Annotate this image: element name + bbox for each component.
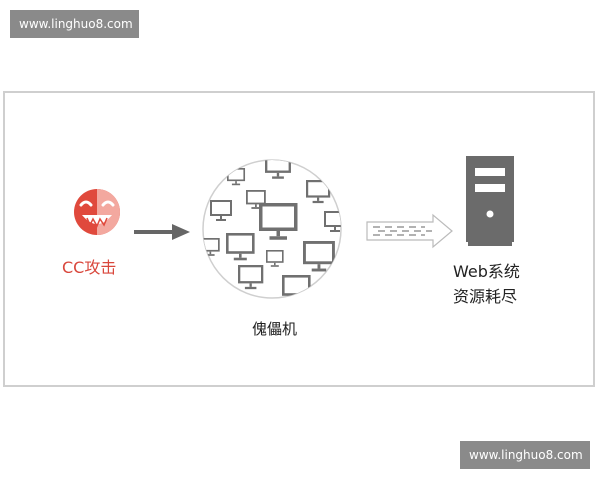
attacker-label: CC攻击	[62, 258, 117, 277]
watermark-bottom: www.linghuo8.com	[460, 441, 590, 469]
attack-arrow	[134, 224, 190, 240]
target-label-line2: 资源耗尽	[453, 287, 518, 306]
hacker-mask-icon	[74, 189, 120, 235]
traffic-arrow	[366, 213, 453, 249]
monitor-icon	[282, 275, 311, 298]
botnet-cluster	[202, 159, 342, 299]
target-label-line1: Web系统	[453, 262, 520, 281]
botnet-label: 傀儡机	[252, 320, 298, 338]
server-icon	[466, 156, 514, 246]
watermark-top: www.linghuo8.com	[10, 10, 139, 38]
